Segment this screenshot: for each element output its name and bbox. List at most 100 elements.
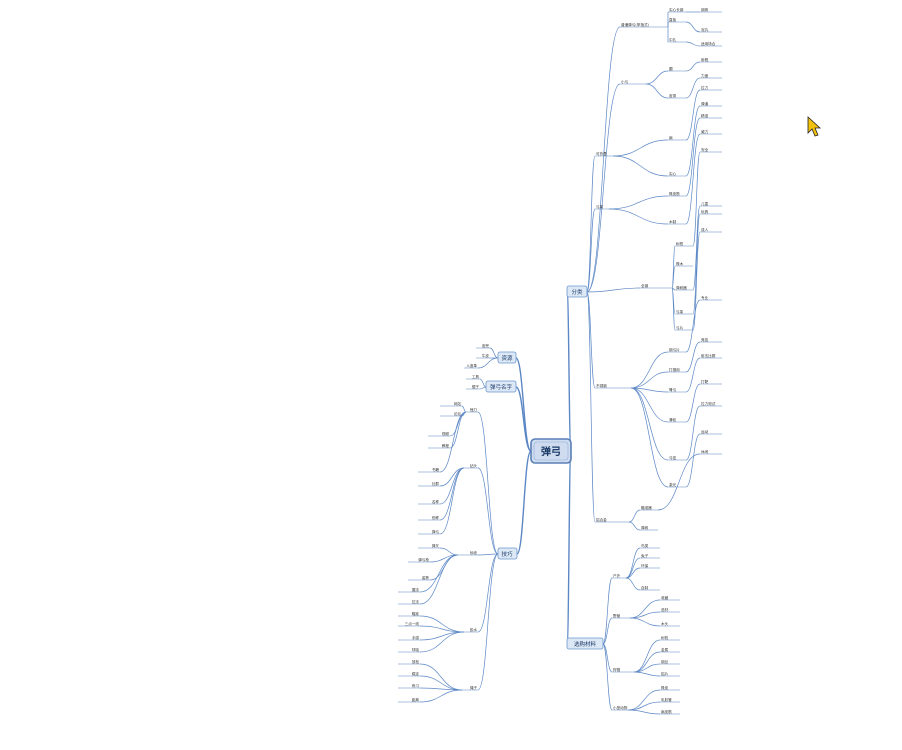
leaf-node[interactable]: 打猎用 [668, 367, 686, 373]
leaf-node[interactable]: 扁 [668, 135, 686, 141]
leaf-node[interactable]: 锉刀 [466, 407, 478, 413]
leaf-node[interactable]: 儿童 [700, 201, 722, 207]
leaf-node[interactable]: 弓弦 [668, 455, 686, 461]
leaf-node[interactable]: 练习 [398, 683, 420, 689]
leaf-node[interactable]: 橡皮 [660, 685, 680, 691]
leaf-node[interactable]: 拉力 [700, 85, 722, 91]
leaf-node[interactable]: 握法 [398, 587, 420, 593]
leaf-node[interactable]: 三点一线 [398, 621, 420, 627]
leaf-node[interactable]: 名称 [418, 499, 440, 505]
leaf-node[interactable]: 橡木 [675, 261, 693, 267]
leaf-node[interactable]: 滑轮 [668, 417, 686, 423]
leaf-node[interactable]: 金属 [660, 647, 680, 653]
leaf-node[interactable]: 射程 [700, 57, 722, 63]
leaf-node[interactable]: 皮带 [668, 93, 686, 99]
leaf-node[interactable]: 泥丸 [700, 27, 722, 33]
leaf-node[interactable]: 拉力测试 [700, 401, 722, 407]
leaf-node[interactable]: 论坛 [440, 411, 462, 417]
leaf-node[interactable]: 弹弓枪 [408, 557, 430, 563]
leaf-node[interactable]: 弹叉 [418, 543, 440, 549]
leaf-node[interactable]: 实心长钢 [668, 7, 686, 13]
leaf-node[interactable]: 实心 [668, 171, 686, 177]
leaf-node[interactable]: 打靶 [700, 379, 722, 385]
leaf-node[interactable]: 户外 [612, 573, 626, 579]
leaf-node[interactable]: 教程 [428, 443, 450, 449]
leaf-node[interactable]: 放松 [398, 659, 420, 665]
leaf-node[interactable]: 休闲 [700, 449, 722, 455]
leaf-node[interactable]: 弓架 [675, 309, 693, 315]
leaf-node[interactable]: 别称 [418, 515, 440, 521]
leaf-node[interactable]: 牛皮 [476, 353, 490, 359]
leaf-node[interactable]: 弹弓 [418, 529, 440, 535]
leaf-node[interactable]: 弓架 [595, 204, 609, 210]
leaf-node[interactable]: 野营 [612, 613, 630, 619]
leaf-node[interactable]: 工具 [466, 374, 480, 380]
leaf-node[interactable]: 视频 [428, 431, 450, 437]
leaf-node[interactable]: 运动 [700, 429, 722, 435]
leaf-node[interactable]: 激光 [668, 482, 686, 488]
leaf-node[interactable]: 弹道 [700, 101, 722, 107]
leaf-node[interactable]: 呼吸 [398, 647, 420, 653]
leaf-node[interactable]: 成人 [700, 227, 722, 233]
leaf-node[interactable]: 锯子 [466, 384, 480, 390]
leaf-node[interactable]: 精准 [700, 113, 722, 119]
leaf-node[interactable]: 弹射器 [675, 285, 693, 291]
root-node[interactable]: 弹弓 [530, 438, 572, 464]
leaf-node[interactable]: 竞技 [700, 337, 722, 343]
leaf-node[interactable]: 玩具 [700, 209, 722, 215]
leaf-node[interactable]: 安全 [700, 147, 722, 153]
leaf-node[interactable]: 适用场合 [700, 41, 722, 47]
leaf-node[interactable]: 射击比赛 [700, 353, 722, 359]
leaf-node[interactable]: 网站 [440, 401, 462, 407]
leaf-node[interactable]: 铝合金 [595, 517, 629, 523]
leaf-node[interactable]: 钢珠 [700, 7, 722, 13]
leaf-node[interactable]: 自制 [640, 585, 660, 591]
leaf-node[interactable]: 绳子 [462, 685, 478, 691]
leaf-node[interactable]: 直板 [668, 17, 686, 23]
leaf-node[interactable]: 木制 [668, 219, 686, 225]
leaf-node[interactable]: 姿势 [408, 575, 430, 581]
leaf-node[interactable]: 小弓 [620, 79, 646, 85]
branch-node-5[interactable]: 技巧 [497, 547, 518, 560]
leaf-node[interactable]: 不锈钢 [595, 383, 631, 389]
leaf-node[interactable]: 钢丝 [660, 659, 680, 665]
leaf-node[interactable]: 圆 [668, 67, 686, 72]
leaf-node[interactable]: 木头 [660, 621, 680, 627]
leaf-node[interactable]: 环保 [640, 563, 660, 569]
leaf-node[interactable]: 铝片 [660, 671, 680, 677]
leaf-node[interactable]: 狩猎 [612, 667, 634, 673]
leaf-node[interactable]: 砂纸 [458, 550, 478, 556]
leaf-node[interactable]: 普通弹弓(掌指式) [620, 22, 668, 28]
branch-node-4[interactable]: 弹弓名字 [485, 380, 517, 393]
branch-node-1[interactable]: 分类 [566, 285, 588, 298]
leaf-node[interactable]: 全钢 [640, 283, 672, 289]
leaf-node[interactable]: 社群 [418, 481, 440, 487]
leaf-node[interactable]: 弩弓 [668, 387, 686, 393]
leaf-node[interactable]: 专业 [700, 295, 722, 301]
leaf-node[interactable]: 橡皮筋 [668, 191, 686, 197]
leaf-node[interactable]: 扁皮筋 [660, 709, 680, 715]
leaf-node[interactable]: 力度 [700, 73, 722, 79]
leaf-node[interactable]: 手感 [398, 635, 420, 641]
leaf-node[interactable]: 瞄准器 [640, 505, 658, 511]
branch-node-2[interactable]: 选购材料 [566, 637, 604, 650]
leaf-node[interactable]: 皮兜 [476, 343, 490, 349]
leaf-node[interactable]: 弹珠 [640, 525, 658, 531]
leaf-node[interactable]: 选材 [660, 607, 680, 613]
leaf-node[interactable]: 中孔 [668, 37, 686, 43]
leaf-node[interactable]: 可折叠 [595, 151, 613, 157]
leaf-node[interactable]: 树杈 [675, 241, 693, 247]
branch-node-3[interactable]: 资源 [497, 351, 517, 364]
leaf-node[interactable]: 钻头 [464, 463, 478, 469]
leaf-node[interactable]: 树枝 [660, 635, 680, 641]
leaf-node[interactable]: 胶水 [464, 627, 478, 633]
leaf-node[interactable]: 弓片 [675, 325, 693, 331]
leaf-node[interactable]: 威力 [700, 129, 722, 135]
leaf-node[interactable]: 拉法 [398, 599, 420, 605]
leaf-node[interactable]: 鸟类 [640, 543, 660, 549]
leaf-node[interactable]: 乳胶管 [660, 697, 680, 703]
leaf-node[interactable]: 小型动物 [612, 705, 628, 711]
leaf-node[interactable]: 收藏 [660, 595, 680, 601]
leaf-node[interactable]: 稳定 [398, 671, 420, 677]
leaf-node[interactable]: 瞄准 [398, 611, 420, 617]
